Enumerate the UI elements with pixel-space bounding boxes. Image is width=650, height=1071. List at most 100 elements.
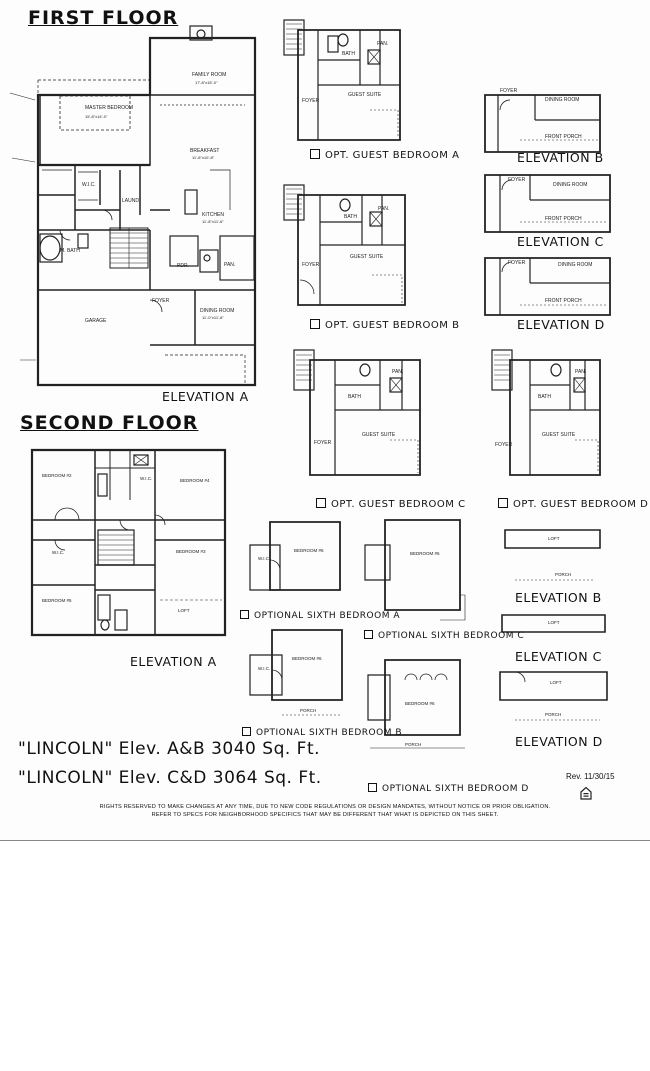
label-bedroom-6: BEDROOM #6 — [294, 548, 324, 553]
label-loft: LOFT — [548, 620, 560, 625]
checkbox-icon — [242, 727, 251, 736]
checkbox-icon — [310, 319, 320, 329]
label-wic: W.I.C. — [82, 182, 96, 188]
label-wic: W.I.C. — [258, 556, 270, 561]
disclaimer-line-2: REFER TO SPECS FOR NEIGHBORHOOD SPECIFIC… — [151, 812, 499, 818]
second-floor-elevation-b-caption: ELEVATION B — [515, 590, 602, 605]
label-foyer: FOYER — [508, 260, 526, 266]
page-divider — [0, 840, 650, 841]
label-master-dims: 15'-8"x14'-0" — [85, 114, 108, 119]
label-front-porch: FRONT PORCH — [545, 216, 582, 222]
label-foyer: FOYER — [152, 298, 170, 304]
guest-bedroom-a-plan — [283, 19, 401, 141]
label-foyer: FOYER — [500, 88, 518, 94]
label-porch: PORCH — [405, 742, 421, 747]
label-dining-room: DINING ROOM — [558, 262, 592, 268]
checkbox-icon — [310, 149, 320, 159]
label-bedroom-6: BEDROOM #6 — [405, 701, 435, 706]
floor-plan-sheet: FAMILY ROOM 17'-8"x15'-0" MASTER BEDROOM… — [9, 7, 648, 818]
second-floor-elevation-d-plan — [499, 671, 608, 721]
label-front-porch: FRONT PORCH — [545, 298, 582, 304]
label-dining-dims: 11'-0"x11'-8" — [202, 315, 224, 320]
label-front-porch: FRONT PORCH — [545, 134, 582, 140]
label-breakfast: BREAKFAST — [190, 148, 219, 154]
label-foyer: FOYER — [314, 440, 332, 446]
sixth-bedroom-d-caption: OPTIONAL SIXTH BEDROOM D — [368, 783, 529, 794]
label-guest-suite: GUEST SUITE — [350, 254, 384, 260]
revision-date: Rev. 11/30/15 — [566, 772, 615, 781]
label-bedroom-6: BEDROOM #6 — [292, 656, 322, 661]
guest-bedroom-d-caption: OPT. GUEST BEDROOM D — [498, 498, 648, 510]
title-elevation-a-b: "LINCOLN" Elev. A&B 3040 Sq. Ft. — [18, 739, 321, 759]
label-family-dims: 17'-8"x15'-0" — [195, 80, 218, 85]
equal-housing-opportunity-logo — [580, 786, 592, 800]
label-kitchen: KITCHEN — [202, 212, 224, 218]
label-bedroom-4: BEDROOM #4 — [180, 478, 210, 483]
sixth-bedroom-d-plan — [367, 659, 465, 749]
sixth-bedroom-b-caption: OPTIONAL SIXTH BEDROOM B — [242, 727, 402, 738]
first-floor-heading: FIRST FLOOR — [28, 7, 179, 29]
label-bedroom-3: BEDROOM #3 — [176, 549, 206, 554]
label-wic-2: W.I.C. — [52, 550, 64, 555]
first-floor-elevation-b-caption: ELEVATION B — [517, 150, 604, 165]
first-floor-elevation-d-plan — [484, 257, 611, 316]
label-foyer: FOYER — [508, 177, 526, 183]
first-floor-plan — [9, 25, 257, 387]
second-floor-elevation-a-caption: ELEVATION A — [130, 654, 217, 669]
second-floor-elevation-c-caption: ELEVATION C — [515, 649, 602, 664]
sixth-bedroom-a-plan — [249, 521, 341, 591]
second-floor-plan — [30, 448, 227, 637]
guest-bedroom-a-caption: OPT. GUEST BEDROOM A — [310, 149, 459, 161]
label-dining-room: DINING ROOM — [200, 308, 234, 314]
label-bedroom-2: BEDROOM #2 — [42, 473, 72, 478]
label-laundry: LAUND. — [122, 198, 140, 204]
first-floor-elevation-a-caption: ELEVATION A — [162, 389, 249, 404]
checkbox-icon — [316, 498, 326, 508]
label-loft: LOFT — [550, 680, 562, 685]
floor-plan-drawings: FAMILY ROOM 17'-8"x15'-0" MASTER BEDROOM… — [9, 19, 611, 749]
label-bath: BATH — [538, 394, 551, 400]
sixth-bedroom-c-plan — [364, 519, 466, 621]
label-porch: PORCH — [545, 712, 561, 717]
disclaimer-line-1: RIGHTS RESERVED TO MAKE CHANGES AT ANY T… — [99, 804, 551, 810]
label-bath: BATH — [348, 394, 361, 400]
guest-bedroom-d-plan — [491, 349, 601, 476]
title-elevation-c-d: "LINCOLN" Elev. C&D 3064 Sq. Ft. — [18, 768, 322, 788]
label-dining-room: DINING ROOM — [553, 182, 587, 188]
checkbox-icon — [368, 783, 377, 792]
checkbox-icon — [364, 630, 373, 639]
label-kitchen-dims: 11'-8"x11'-6" — [202, 219, 224, 224]
second-floor-elevation-c-plan — [501, 614, 606, 633]
checkbox-icon — [240, 610, 249, 619]
guest-bedroom-b-caption: OPT. GUEST BEDROOM B — [310, 319, 459, 331]
label-pantry: PAN. — [378, 206, 389, 212]
label-wic: W.I.C. — [258, 666, 270, 671]
label-guest-suite: GUEST SUITE — [542, 432, 576, 438]
label-pantry: PAN. — [392, 369, 403, 375]
label-foyer: FOYER — [302, 262, 320, 268]
label-pantry: PAN. — [377, 41, 388, 47]
second-floor-elevation-b-plan — [504, 529, 601, 581]
label-loft: LOFT — [548, 536, 560, 541]
label-wic-1: W.I.C. — [140, 476, 152, 481]
label-bath: BATH — [344, 214, 357, 220]
label-bath: BATH — [342, 51, 355, 57]
label-pantry: PAN. — [224, 262, 235, 268]
first-floor-elevation-c-plan — [484, 174, 611, 233]
label-loft: LOFT — [178, 608, 190, 613]
label-guest-suite: GUEST SUITE — [348, 92, 382, 98]
label-bedroom-5: BEDROOM #5 — [42, 598, 72, 603]
label-powder-room: PDR. — [177, 263, 189, 269]
label-porch: PORCH — [555, 572, 571, 577]
guest-bedroom-c-caption: OPT. GUEST BEDROOM C — [316, 498, 466, 510]
label-guest-suite: GUEST SUITE — [362, 432, 396, 438]
second-floor-elevation-d-caption: ELEVATION D — [515, 734, 603, 749]
sixth-bedroom-c-caption: OPTIONAL SIXTH BEDROOM C — [364, 630, 524, 641]
label-family-room: FAMILY ROOM — [192, 72, 226, 78]
sixth-bedroom-a-caption: OPTIONAL SIXTH BEDROOM A — [240, 610, 400, 621]
label-master-bedroom: MASTER BEDROOM — [85, 105, 133, 111]
first-floor-elevation-c-caption: ELEVATION C — [517, 234, 604, 249]
first-floor-elevation-d-caption: ELEVATION D — [517, 317, 605, 332]
second-floor-heading: SECOND FLOOR — [20, 412, 199, 434]
label-foyer: FOYER — [495, 442, 513, 448]
